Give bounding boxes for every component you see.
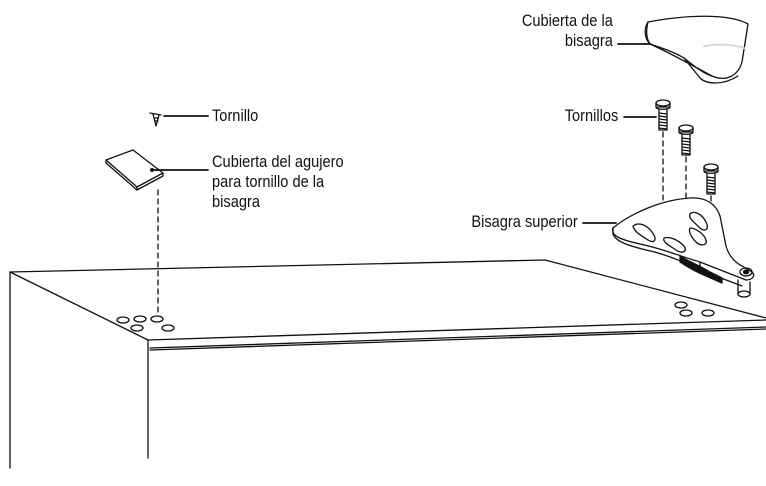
label-hinge-cover-line-1: Cubierta de la <box>521 11 613 30</box>
hinge-icon <box>611 197 755 298</box>
screws-icon <box>655 99 719 195</box>
label-screw: Tornillo <box>212 106 258 126</box>
hole <box>674 301 688 309</box>
label-hole-cover-line-1: Cubierta del agujero <box>212 152 344 171</box>
label-hole-cover-line-3: bisagra <box>212 192 260 211</box>
hole <box>116 316 130 324</box>
screw-1-icon <box>655 99 671 131</box>
cabinet-top <box>9 259 766 469</box>
hinge-cover-icon <box>644 15 749 84</box>
screw-3-icon <box>703 163 719 195</box>
label-top-hinge-text: Bisagra superior <box>471 212 578 231</box>
label-hole-cover-line-2: para tornillo de la <box>212 172 325 191</box>
hole-cover-icon <box>105 149 164 191</box>
label-screws-text: Tornillos <box>564 106 618 125</box>
screw-icon <box>149 112 162 127</box>
hole <box>701 309 715 317</box>
label-hinge-cover-line-2: bisagra <box>565 31 613 50</box>
label-screws: Tornillos <box>564 106 618 126</box>
hole <box>130 324 144 332</box>
hole <box>133 315 147 323</box>
label-screw-text: Tornillo <box>212 106 259 125</box>
hole <box>161 324 175 332</box>
label-hole-cover: Cubierta del agujero para tornillo de la… <box>212 152 344 212</box>
label-top-hinge: Bisagra superior <box>472 212 578 232</box>
hole <box>150 315 164 323</box>
screw-2-icon <box>678 124 694 156</box>
hole <box>679 309 693 317</box>
label-hinge-cover: Cubierta de la bisagra <box>522 11 613 51</box>
